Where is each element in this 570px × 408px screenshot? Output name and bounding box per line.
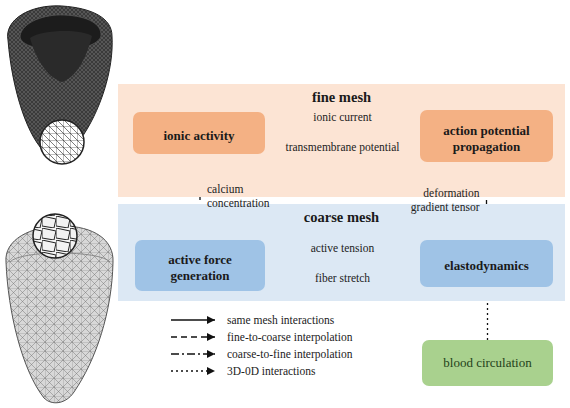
edge-label: active tension <box>311 242 375 256</box>
legend-row: fine-to-coarse interpolation <box>165 328 353 345</box>
legend-text: coarse-to-fine interpolation <box>227 348 353 360</box>
legend-line-sample <box>171 319 215 320</box>
edge-label: fiber stretch <box>315 272 370 286</box>
legend-text: fine-to-coarse interpolation <box>227 331 353 343</box>
box-label: elastodynamics <box>444 253 529 274</box>
process-box: blood circulation <box>422 340 553 386</box>
coarse-heart-mesh <box>6 214 113 403</box>
legend-text: 3D-0D interactions <box>227 365 315 377</box>
process-box: ionic activity <box>133 112 265 154</box>
mesh-band: fine mesh ionic activity action potential … <box>118 84 565 197</box>
legend-row: same mesh interactions <box>165 311 353 328</box>
process-box: active force generation <box>135 240 265 291</box>
band-title: coarse mesh <box>118 204 565 226</box>
legend-sample <box>165 365 221 377</box>
process-box: action potential propagation <box>420 110 553 162</box>
legend: same mesh interactions fine-to-coarse int… <box>165 311 353 379</box>
legend-line-sample <box>171 353 215 354</box>
edge-label: calcium concentration <box>207 183 302 211</box>
edge-label: deformation gradient tensor <box>385 187 480 215</box>
fine-heart-mesh <box>8 6 113 164</box>
legend-row: coarse-to-fine interpolation <box>165 345 353 362</box>
box-label: action potential propagation <box>428 118 545 154</box>
legend-sample <box>165 314 221 326</box>
legend-line-sample <box>171 336 215 337</box>
box-label: active force generation <box>143 247 257 283</box>
legend-row: 3D-0D interactions <box>165 362 353 379</box>
legend-line-sample <box>171 370 215 371</box>
edge-label: transmembrane potential <box>285 141 399 155</box>
legend-sample <box>165 331 221 343</box>
process-box: elastodynamics <box>420 240 553 287</box>
box-label: blood circulation <box>443 355 531 371</box>
legend-text: same mesh interactions <box>227 314 334 326</box>
box-label: ionic activity <box>163 123 234 144</box>
edge-label: ionic current <box>313 111 371 125</box>
legend-sample <box>165 348 221 360</box>
band-title: fine mesh <box>118 84 565 106</box>
